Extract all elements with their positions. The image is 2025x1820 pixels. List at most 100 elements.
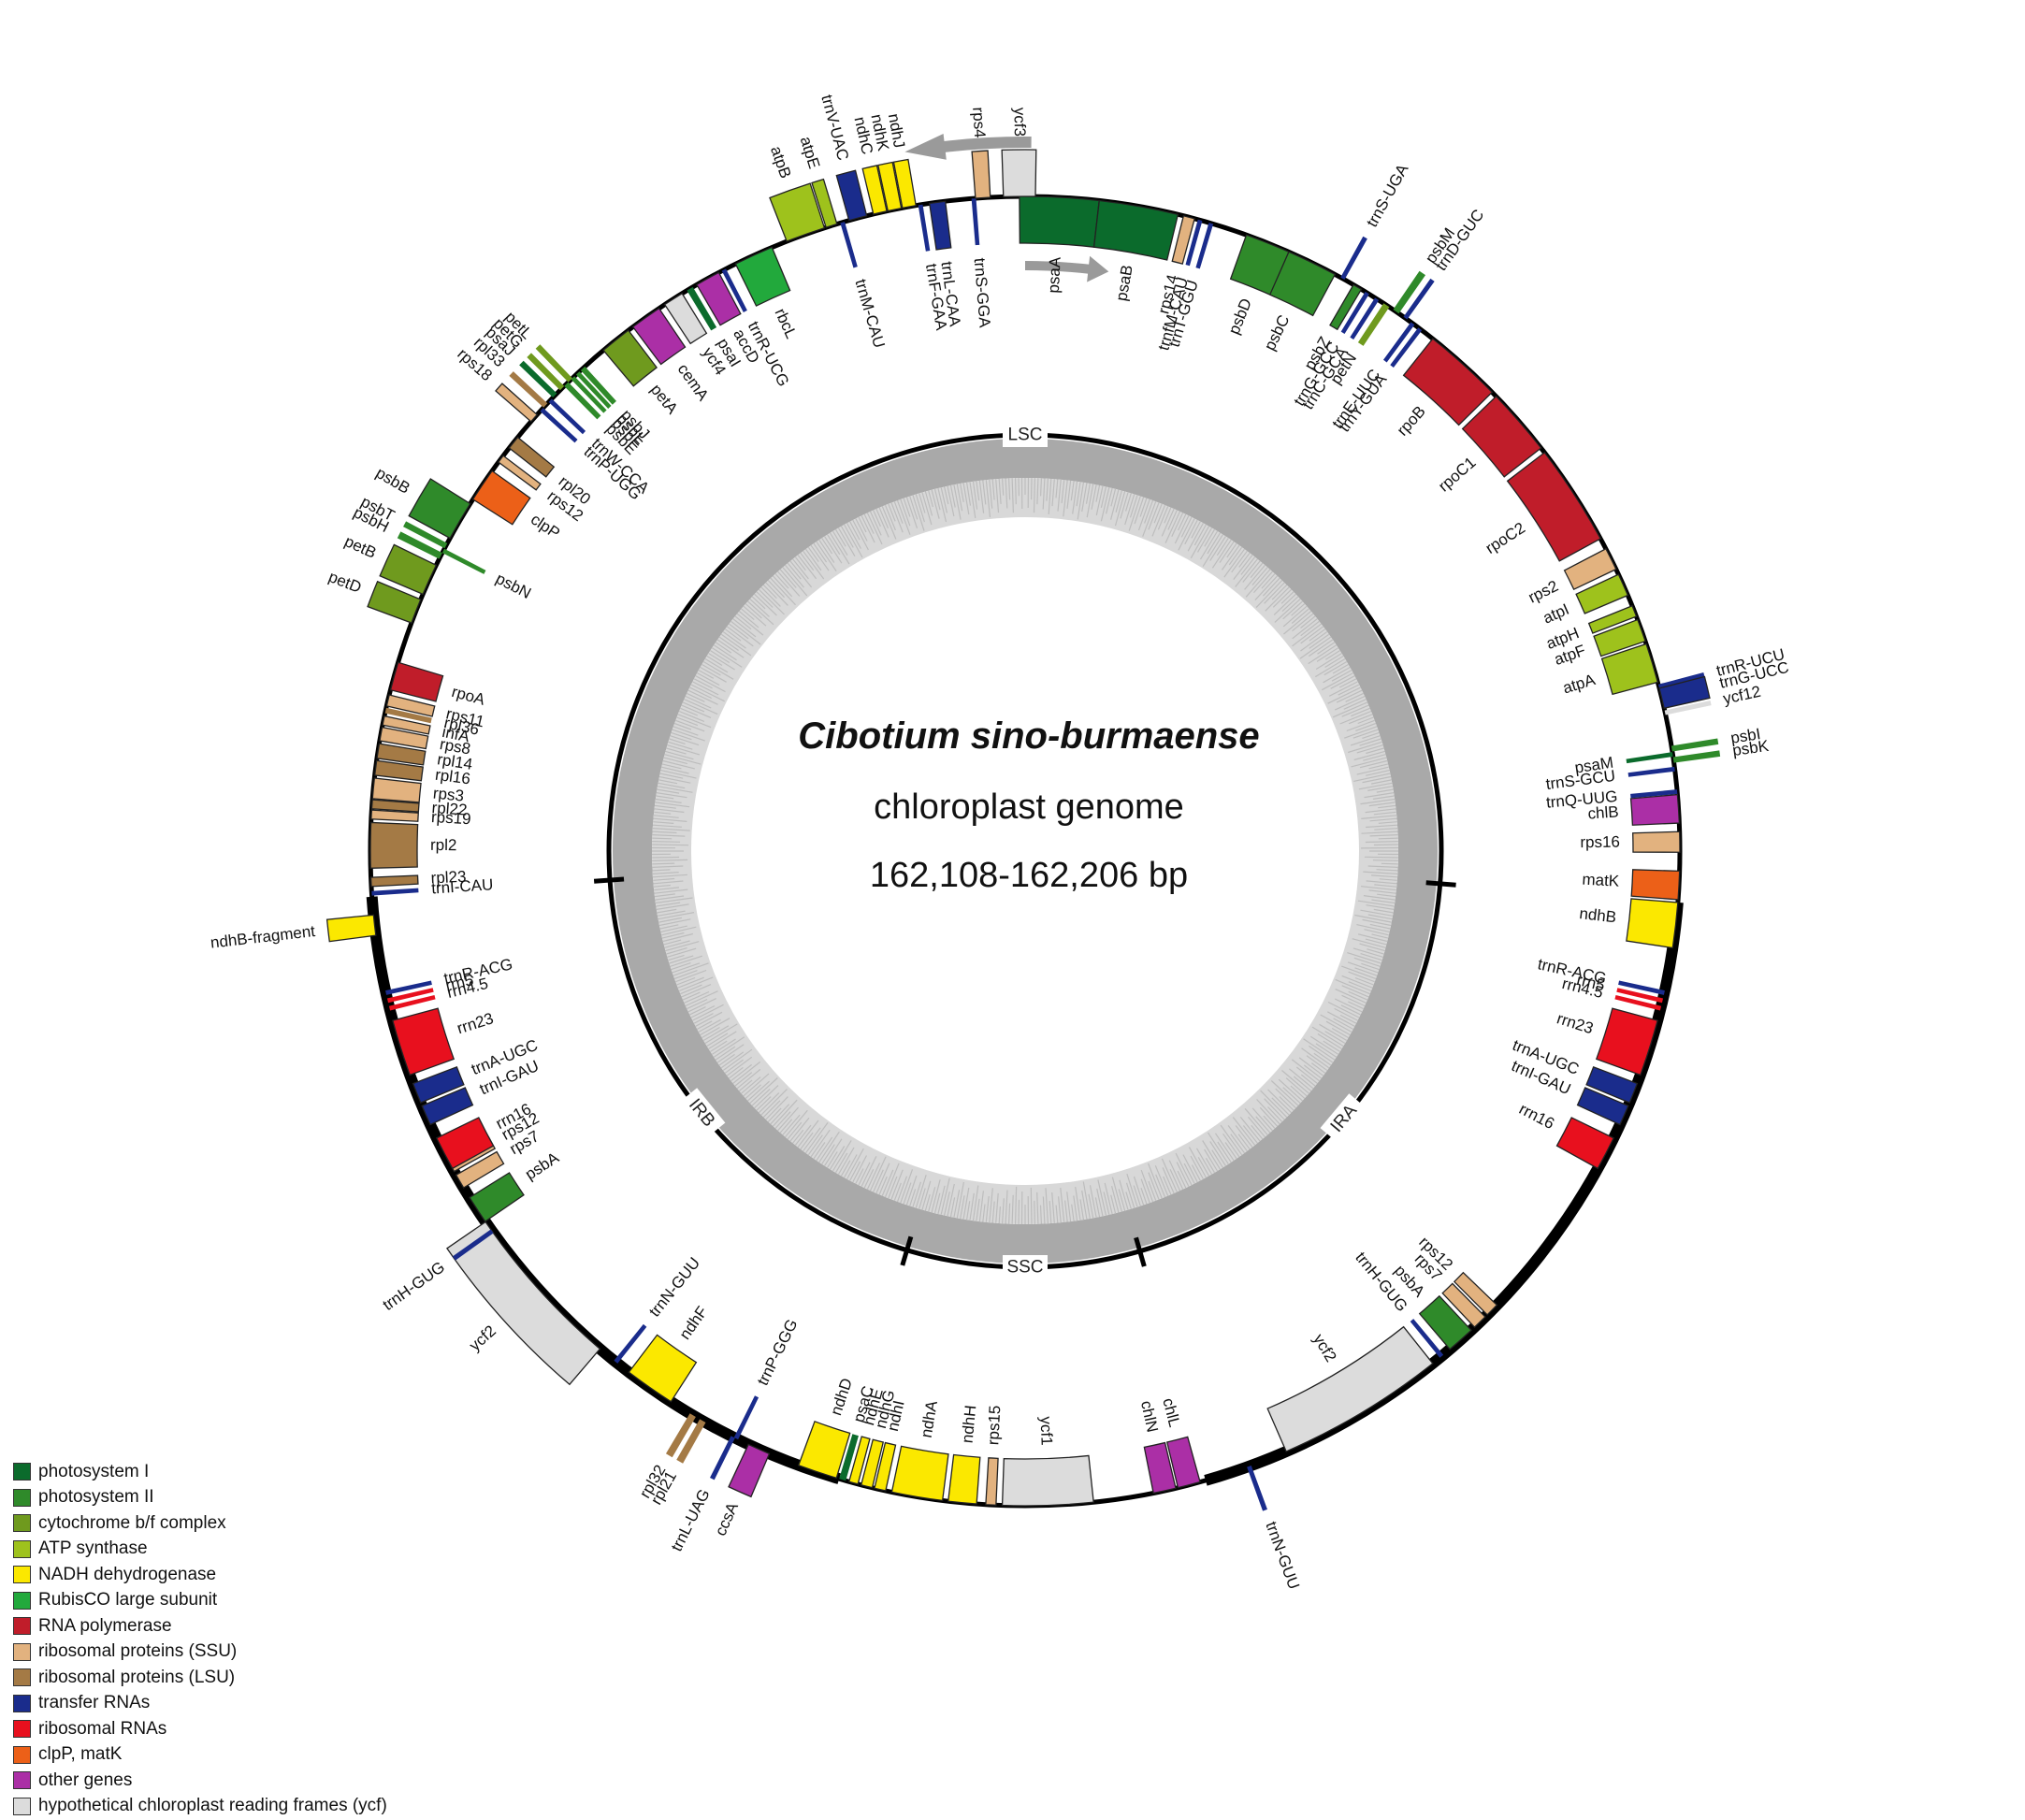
legend-swatch xyxy=(13,1591,31,1610)
gene-block-trns-gcu xyxy=(1627,766,1675,777)
gene-block-trnr-ucg xyxy=(721,268,747,312)
gene-rps3: rps3 xyxy=(371,777,465,805)
gene-label-rrn23: rrn23 xyxy=(455,1009,496,1037)
gene-block-ndhg xyxy=(860,1438,885,1489)
gc-content-ring xyxy=(593,432,1456,1270)
gene-block-rps12 xyxy=(1453,1271,1498,1316)
gene-block-trng-gcc xyxy=(1340,291,1369,334)
legend-swatch xyxy=(13,1642,31,1661)
gene-block-ndhj xyxy=(892,158,918,209)
gene-block-matk xyxy=(1630,869,1681,901)
gene-label-rrn16: rrn16 xyxy=(1516,1100,1557,1133)
region-boundary-tick-3 xyxy=(900,1235,914,1266)
legend-label: ribosomal proteins (LSU) xyxy=(38,1667,236,1687)
region-boundary-tick-1 xyxy=(1425,880,1456,888)
gene-label-cema: cemA xyxy=(674,360,713,404)
gene-label-trnp-ggg: trnP-GGG xyxy=(754,1316,802,1388)
gene-block-ycf2 xyxy=(1266,1325,1434,1452)
gene-block-rpl33 xyxy=(509,371,548,408)
gene-block-ndhd xyxy=(797,1420,851,1480)
gene-block-rrn5 xyxy=(386,988,434,1004)
gene-block-rpob xyxy=(1402,338,1494,426)
gene-atpb: atpB xyxy=(767,144,826,242)
gene-ndhb-fragment: ndhB-fragment xyxy=(210,914,377,952)
gene-block-ycf1 xyxy=(1001,1454,1094,1507)
gene-label-trnm-cau: trnM-CAU xyxy=(851,277,888,350)
gene-label-rps15: rps15 xyxy=(984,1405,1004,1445)
gene-block-psaa xyxy=(1019,195,1100,248)
gene-matk: matK xyxy=(1582,869,1681,901)
region-label-bg xyxy=(1003,423,1048,447)
gene-block-rps4 xyxy=(971,150,991,199)
gene-label-rps19: rps19 xyxy=(431,808,472,828)
gene-block-trnt-ggu xyxy=(1195,223,1214,269)
gene-rpl22: rpl22 xyxy=(370,799,468,819)
gene-block-rps12 xyxy=(498,455,542,491)
gene-label-trns-gga: trnS-GGA xyxy=(971,257,994,329)
arrow-icon-outer xyxy=(904,133,1032,160)
gene-block-petn xyxy=(1357,303,1390,346)
gene-label-rpoa: rpoA xyxy=(450,683,487,709)
gene-trnm-cau: trnM-CAU xyxy=(840,222,889,350)
gene-block-rpoc1 xyxy=(1461,395,1542,478)
region-label-text: SSC xyxy=(1006,1258,1043,1278)
gene-rbcl: rbcL xyxy=(734,246,801,341)
gene-label-rpoc1: rpoC1 xyxy=(1435,454,1479,496)
gene-block-rps3 xyxy=(371,777,422,803)
legend-swatch xyxy=(13,1771,31,1790)
region-boundary-tick-2 xyxy=(1134,1236,1147,1267)
gene-block-psba xyxy=(1418,1294,1472,1351)
legend-label: NADH dehydrogenase xyxy=(38,1564,217,1584)
gene-block-trnl-uag xyxy=(710,1436,735,1481)
gene-block-clpp xyxy=(471,469,531,526)
gene-chln: chlN xyxy=(1137,1399,1177,1495)
gene-label-matk: matK xyxy=(1582,871,1620,890)
gene-block-rps15 xyxy=(985,1457,999,1506)
gene-block-rrn16 xyxy=(435,1117,495,1170)
gene-label-rps3: rps3 xyxy=(432,785,465,805)
region-label-bg xyxy=(1003,1255,1048,1279)
gene-block-trnw-cca xyxy=(548,398,586,435)
legend-label: other genes xyxy=(38,1769,133,1790)
gene-block-accd xyxy=(696,271,742,326)
gene-block-psaj xyxy=(519,360,557,398)
gene-block-rpl36 xyxy=(384,707,432,724)
gene-block-trnf-gaa xyxy=(918,204,931,252)
legend-label: cytochrome b/f complex xyxy=(38,1512,226,1533)
gene-label-ndha: ndhA xyxy=(918,1399,941,1439)
inverted-repeat-arc-2 xyxy=(366,896,841,1484)
gene-block-rpl23 xyxy=(369,874,419,888)
gene-label-ndhf: ndhF xyxy=(676,1303,712,1343)
legend-swatch xyxy=(13,1694,31,1712)
gene-ycf2: ycf2 xyxy=(1266,1325,1434,1452)
gc-content-band xyxy=(613,439,1438,1264)
gene-block-psab xyxy=(1092,199,1179,261)
legend-swatch xyxy=(13,1797,31,1815)
gene-label-trnv-uac: trnV-UAC xyxy=(817,93,852,162)
legend-label: transfer RNAs xyxy=(38,1693,151,1713)
gene-block-rpoa xyxy=(389,661,444,702)
gene-ndhi: ndhI xyxy=(874,1399,908,1492)
gene-label-ccsa: ccsA xyxy=(712,1499,743,1538)
gene-label-rps2: rps2 xyxy=(1526,577,1561,607)
gene-trnd-guc: trnD-GUC xyxy=(1403,206,1487,320)
gene-psbn: psbN xyxy=(441,548,534,602)
gene-block-trni-gau xyxy=(421,1087,474,1126)
genome-subtitle: chloroplast genome xyxy=(874,787,1184,827)
gene-block-trnp-ggg xyxy=(733,1395,759,1440)
gene-block-chln xyxy=(1143,1441,1177,1495)
gene-block-psbz xyxy=(1329,283,1363,331)
gene-block-psam xyxy=(1626,752,1673,764)
region-boundary-tick-4 xyxy=(593,876,625,884)
gene-block-rrn23 xyxy=(1595,1007,1658,1076)
gene-block-psbc xyxy=(1268,251,1337,317)
gene-label-ycf1: ycf1 xyxy=(1037,1416,1056,1446)
gene-block-ndhb xyxy=(1626,898,1679,949)
gene-block-trnc-gca xyxy=(1350,297,1380,340)
legend-swatch xyxy=(13,1617,31,1636)
gene-block-ndhb-fragment xyxy=(325,914,377,943)
gene-rrn4-5: rrn4.5 xyxy=(1560,975,1662,1011)
gene-block-rpl32 xyxy=(665,1413,696,1458)
gene-ndhh: ndhH xyxy=(947,1405,981,1505)
gene-block-trny-gua xyxy=(1390,327,1423,368)
